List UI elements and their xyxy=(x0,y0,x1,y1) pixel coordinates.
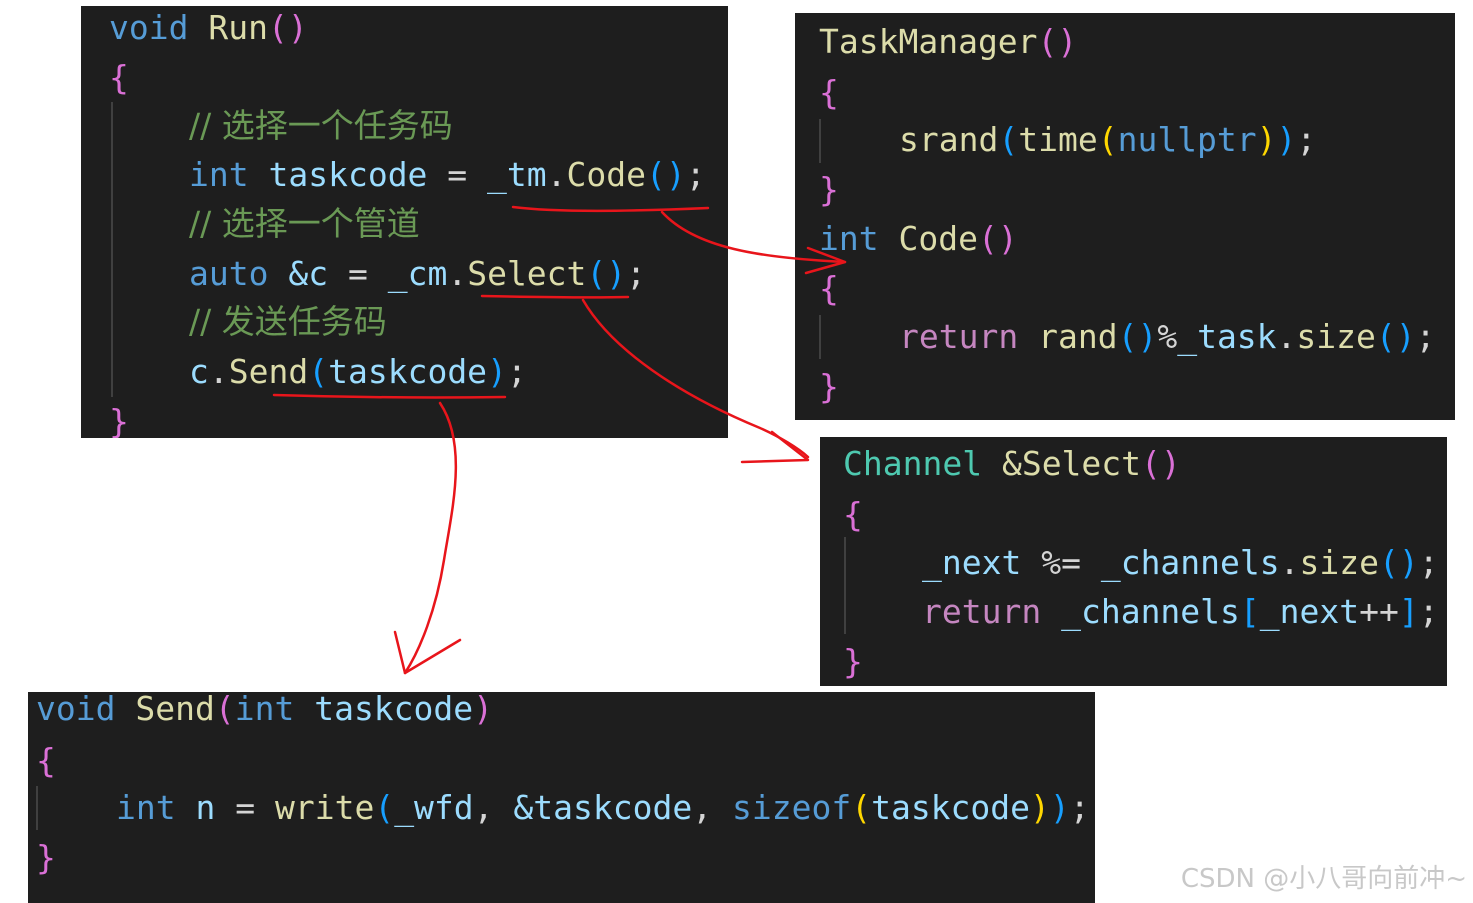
arrow-send-to-function xyxy=(403,401,458,675)
send-code-panel: void Send(int taskcode) { int n = write(… xyxy=(28,692,1095,903)
run-open-brace: { xyxy=(109,58,129,97)
csdn-watermark: CSDN @小八哥向前冲~ xyxy=(1180,864,1467,894)
indent-guide xyxy=(819,119,821,163)
code-open-brace: { xyxy=(819,269,839,308)
send-close-brace: } xyxy=(36,838,56,877)
taskmanager-constructor-line: TaskManager() xyxy=(819,22,1078,61)
indent-guide xyxy=(819,315,821,359)
code-close-brace: } xyxy=(819,367,839,406)
select-return-line: return _channels[_next++]; xyxy=(922,592,1439,631)
select-close-brace: } xyxy=(843,642,863,681)
select-signature-line: Channel &Select() xyxy=(843,444,1181,483)
run-close-brace: } xyxy=(109,402,129,438)
comment-select-channel: // 选择一个管道 xyxy=(189,204,420,243)
send-open-brace: { xyxy=(36,741,56,780)
indent-guide xyxy=(111,102,113,397)
write-line: int n = write(_wfd, &taskcode, sizeof(ta… xyxy=(116,788,1090,827)
indent-guide xyxy=(36,786,38,830)
comment-send-taskcode: // 发送任务码 xyxy=(189,302,387,341)
arrowhead-send xyxy=(393,630,462,675)
send-signature-line: void Send(int taskcode) xyxy=(36,692,494,728)
comment-select-taskcode: // 选择一个任务码 xyxy=(189,106,453,145)
select-channel-line: auto &c = _cm.Select(); xyxy=(189,254,647,293)
next-mod-line: _next %= _channels.size(); xyxy=(922,543,1439,582)
taskmanager-code-panel: TaskManager() { srand(time(nullptr)); } … xyxy=(795,13,1455,420)
select-code-panel: Channel &Select() { _next %= _channels.s… xyxy=(820,437,1447,686)
run-signature-line: void Run() xyxy=(109,8,308,47)
send-call-line: c.Send(taskcode); xyxy=(189,352,527,391)
taskcode-line: int taskcode = _tm.Code(); xyxy=(189,155,706,194)
arrowhead-select xyxy=(740,430,810,464)
code-return-line: return rand()%_task.size(); xyxy=(899,317,1436,356)
srand-line: srand(time(nullptr)); xyxy=(899,120,1317,159)
constructor-close-brace: } xyxy=(819,170,839,209)
run-code-panel: void Run() { // 选择一个任务码 int taskcode = _… xyxy=(81,6,728,438)
indent-guide xyxy=(844,537,846,634)
constructor-open-brace: { xyxy=(819,73,839,112)
code-signature-line: int Code() xyxy=(819,219,1018,258)
select-open-brace: { xyxy=(843,495,863,534)
